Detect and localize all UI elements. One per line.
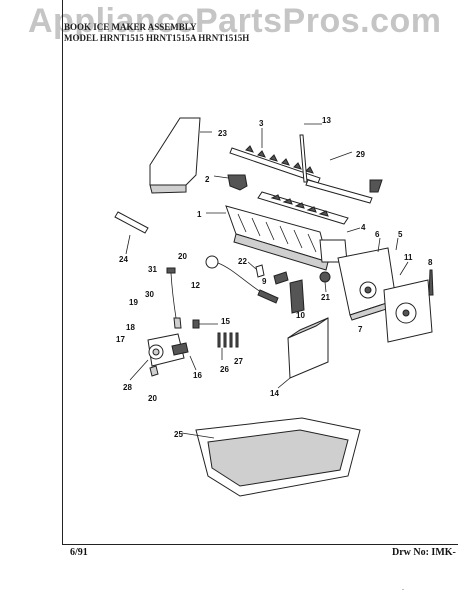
- part-15-tubing: [192, 319, 218, 329]
- part-10-bar: [289, 279, 305, 314]
- callout-20-upper: 20: [178, 252, 187, 261]
- part-20-clip-lower: [149, 365, 159, 377]
- callout-29: 29: [356, 150, 365, 159]
- callout-5: 5: [398, 230, 403, 239]
- callout-7: 7: [358, 325, 363, 334]
- callout-13: 13: [322, 116, 331, 125]
- part-stripper: [257, 191, 349, 225]
- callout-20-lower: 20: [148, 394, 157, 403]
- callout-27: 27: [234, 357, 243, 366]
- callout-8: 8: [428, 258, 433, 267]
- callout-1: 1: [197, 210, 202, 219]
- part-motor-plate: [383, 279, 433, 343]
- callout-14: 14: [270, 389, 279, 398]
- callout-15: 15: [221, 317, 230, 326]
- part-13-arm: [299, 123, 322, 183]
- callout-2: 2: [205, 175, 210, 184]
- part-23-cover: [149, 117, 212, 194]
- part-26-screws: [217, 332, 233, 360]
- callout-4: 4: [361, 223, 366, 232]
- site-watermark: AppliancePartsPros.com: [28, 2, 442, 40]
- part-31-clamp: [166, 267, 176, 274]
- callout-6: 6: [375, 230, 380, 239]
- part-30-tube: [170, 272, 177, 319]
- part-8-screw: [428, 269, 434, 296]
- part-16-water-valve: [147, 333, 197, 371]
- part-27-screws: [235, 332, 239, 348]
- footer-mark: .: [402, 583, 404, 592]
- part-12-thermostat: [205, 255, 279, 304]
- part-9-lever: [273, 271, 289, 285]
- callout-3: 3: [259, 119, 264, 128]
- callout-16: 16: [193, 371, 202, 380]
- callout-17: 17: [116, 335, 125, 344]
- part-4-heater: [319, 227, 361, 263]
- callout-30: 30: [145, 290, 154, 299]
- title-line-1: BOOK ICE MAKER ASSEMBLY: [64, 22, 197, 32]
- callout-31: 31: [148, 265, 157, 274]
- part-19-fitting: [173, 317, 182, 329]
- frame-left-border: [62, 0, 63, 544]
- part-21-gear: [319, 271, 331, 293]
- callout-25: 25: [174, 430, 183, 439]
- callout-12: 12: [191, 281, 200, 290]
- callout-11: 11: [404, 253, 413, 262]
- drawing-number: Drw No: IMK-: [392, 547, 456, 558]
- callout-19: 19: [129, 298, 138, 307]
- part-22-switch: [247, 261, 265, 278]
- callout-9: 9: [262, 277, 267, 286]
- part-24-fill-tube: [114, 211, 149, 255]
- title-block: BOOK ICE MAKER ASSEMBLY MODEL HRNT1515 H…: [64, 22, 394, 52]
- drawing-date: 6/91: [70, 547, 88, 558]
- callout-23: 23: [218, 129, 227, 138]
- callout-18: 18: [126, 323, 135, 332]
- title-line-2: MODEL HRNT1515 HRNT1515A HRNT1515H: [64, 33, 250, 43]
- callout-28: 28: [123, 383, 132, 392]
- callout-26: 26: [220, 365, 229, 374]
- callout-21: 21: [321, 293, 330, 302]
- part-28-bracket: [129, 359, 149, 381]
- callout-labels: 23 3 13 29 2 1 4 6 5 11 8 21 22 9 10 12 …: [116, 116, 433, 439]
- part-2-bracket: [213, 174, 248, 191]
- callout-22: 22: [238, 257, 247, 266]
- callout-24: 24: [119, 255, 128, 264]
- part-1-mold: [206, 205, 329, 271]
- part-25-ice-bin: [181, 417, 361, 497]
- frame-bottom-border: [62, 544, 458, 545]
- part-29-wire: [305, 151, 383, 204]
- part-5-housing: [337, 237, 409, 321]
- callout-10: 10: [296, 311, 305, 320]
- part-14-cover-box: [277, 317, 329, 389]
